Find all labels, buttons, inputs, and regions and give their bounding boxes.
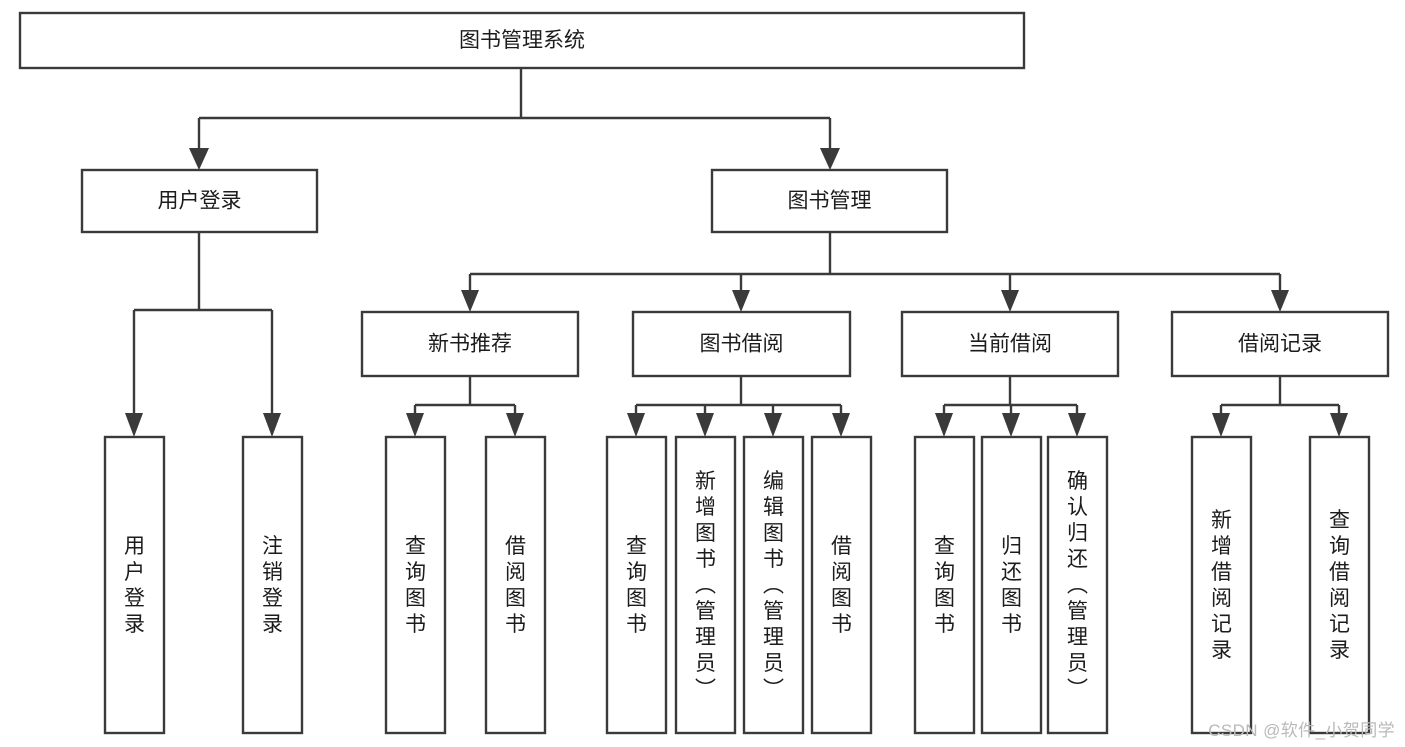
arrow-head-borrow-record — [1271, 290, 1289, 312]
node-box-leaf-query-book-borrow[interactable] — [605, 435, 668, 735]
node-leaf-logout-login[interactable]: 注销登录 — [241, 435, 304, 735]
node-leaf-confirm-return-admin[interactable]: 确认归还︵管理员︶ — [1046, 435, 1109, 735]
node-box-leaf-user-login[interactable] — [103, 435, 166, 735]
connectors-layer — [125, 68, 1348, 437]
arrow-head-leaf-borrow-book — [832, 413, 850, 437]
node-book-borrow[interactable]: 图书借阅 — [631, 310, 852, 378]
node-label-root: 图书管理系统 — [459, 29, 585, 52]
node-label-leaf-query-book-current: 查询图书 — [934, 535, 955, 636]
node-label-book-borrow: 图书借阅 — [700, 333, 784, 356]
node-root[interactable]: 图书管理系统 — [18, 11, 1026, 70]
node-label-book-manage: 图书管理 — [788, 190, 872, 213]
arrow-head-leaf-query-book-borrow — [627, 413, 645, 437]
node-label-leaf-query-borrow-record: 查询借阅记录 — [1329, 509, 1350, 662]
node-label-leaf-edit-book-admin: 编辑图书︵管理员︶ — [763, 470, 784, 701]
node-leaf-query-book-current[interactable]: 查询图书 — [913, 435, 976, 735]
node-leaf-edit-book-admin[interactable]: 编辑图书︵管理员︶ — [742, 435, 805, 735]
nodes-layer: 图书管理系统用户登录图书管理新书推荐图书借阅当前借阅借阅记录用户登录注销登录查询… — [18, 11, 1390, 735]
arrow-head-book-manage — [820, 148, 840, 170]
node-box-root[interactable] — [18, 11, 1026, 70]
node-box-book-borrow[interactable] — [631, 310, 852, 378]
node-label-new-book-recommend: 新书推荐 — [428, 333, 512, 356]
node-book-manage[interactable]: 图书管理 — [710, 168, 949, 234]
node-label-leaf-add-borrow-record: 新增借阅记录 — [1211, 509, 1232, 662]
node-box-leaf-logout-login[interactable] — [241, 435, 304, 735]
node-leaf-add-borrow-record[interactable]: 新增借阅记录 — [1190, 435, 1253, 735]
arrow-head-leaf-add-book-admin — [696, 413, 714, 437]
arrow-head-leaf-query-borrow-record — [1330, 413, 1348, 437]
node-label-user-login: 用户登录 — [158, 190, 242, 213]
node-box-leaf-borrow-book[interactable] — [810, 435, 873, 735]
node-label-leaf-query-book-borrow: 查询图书 — [626, 535, 647, 636]
node-box-current-borrow[interactable] — [900, 310, 1120, 378]
arrow-head-leaf-query-book-current — [935, 413, 953, 437]
node-user-login[interactable]: 用户登录 — [80, 168, 319, 234]
arrow-head-leaf-add-borrow-record — [1212, 413, 1230, 437]
arrow-head-new-book-recommend — [461, 290, 479, 312]
node-label-leaf-logout-login: 注销登录 — [262, 535, 283, 636]
csdn-watermark: CSDN @软件_小贺同学 — [1208, 721, 1395, 740]
arrow-head-user-login — [189, 148, 209, 170]
node-box-leaf-query-book-recommend[interactable] — [384, 435, 447, 735]
node-label-leaf-return-book: 归还图书 — [1001, 535, 1022, 636]
node-leaf-user-login[interactable]: 用户登录 — [103, 435, 166, 735]
node-label-leaf-user-login: 用户登录 — [124, 535, 145, 636]
node-box-leaf-query-borrow-record[interactable] — [1308, 435, 1371, 735]
node-box-leaf-edit-book-admin[interactable] — [742, 435, 805, 735]
arrow-head-leaf-borrow-book-recommend — [506, 413, 524, 437]
node-label-leaf-borrow-book-recommend: 借阅图书 — [505, 535, 526, 636]
node-current-borrow[interactable]: 当前借阅 — [900, 310, 1120, 378]
arrow-head-leaf-logout-login — [263, 413, 281, 437]
arrow-head-leaf-query-book-recommend — [406, 413, 424, 437]
node-box-leaf-return-book[interactable] — [980, 435, 1043, 735]
node-label-leaf-add-book-admin: 新增图书︵管理员︶ — [695, 470, 716, 701]
node-leaf-query-book-borrow[interactable]: 查询图书 — [605, 435, 668, 735]
arrow-head-book-borrow — [732, 290, 750, 312]
arrow-head-leaf-edit-book-admin — [764, 413, 782, 437]
node-leaf-query-book-recommend[interactable]: 查询图书 — [384, 435, 447, 735]
node-box-leaf-confirm-return-admin[interactable] — [1046, 435, 1109, 735]
node-label-borrow-record: 借阅记录 — [1238, 333, 1322, 356]
node-box-book-manage[interactable] — [710, 168, 949, 234]
node-box-user-login[interactable] — [80, 168, 319, 234]
node-label-leaf-borrow-book: 借阅图书 — [831, 535, 852, 636]
arrow-head-leaf-confirm-return-admin — [1068, 413, 1086, 437]
node-label-leaf-confirm-return-admin: 确认归还︵管理员︶ — [1067, 470, 1088, 701]
node-box-leaf-add-book-admin[interactable] — [674, 435, 737, 735]
node-borrow-record[interactable]: 借阅记录 — [1170, 310, 1390, 378]
node-new-book-recommend[interactable]: 新书推荐 — [360, 310, 580, 378]
arrow-head-leaf-user-login — [125, 413, 143, 437]
node-label-current-borrow: 当前借阅 — [968, 333, 1052, 356]
node-box-new-book-recommend[interactable] — [360, 310, 580, 378]
node-leaf-add-book-admin[interactable]: 新增图书︵管理员︶ — [674, 435, 737, 735]
arrow-head-leaf-return-book — [1002, 413, 1020, 437]
node-box-leaf-add-borrow-record[interactable] — [1190, 435, 1253, 735]
node-leaf-return-book[interactable]: 归还图书 — [980, 435, 1043, 735]
node-leaf-borrow-book[interactable]: 借阅图书 — [810, 435, 873, 735]
node-box-borrow-record[interactable] — [1170, 310, 1390, 378]
node-leaf-borrow-book-recommend[interactable]: 借阅图书 — [484, 435, 547, 735]
node-box-leaf-query-book-current[interactable] — [913, 435, 976, 735]
node-box-leaf-borrow-book-recommend[interactable] — [484, 435, 547, 735]
node-label-leaf-query-book-recommend: 查询图书 — [405, 535, 426, 636]
node-leaf-query-borrow-record[interactable]: 查询借阅记录 — [1308, 435, 1371, 735]
arrow-head-current-borrow — [1001, 290, 1019, 312]
